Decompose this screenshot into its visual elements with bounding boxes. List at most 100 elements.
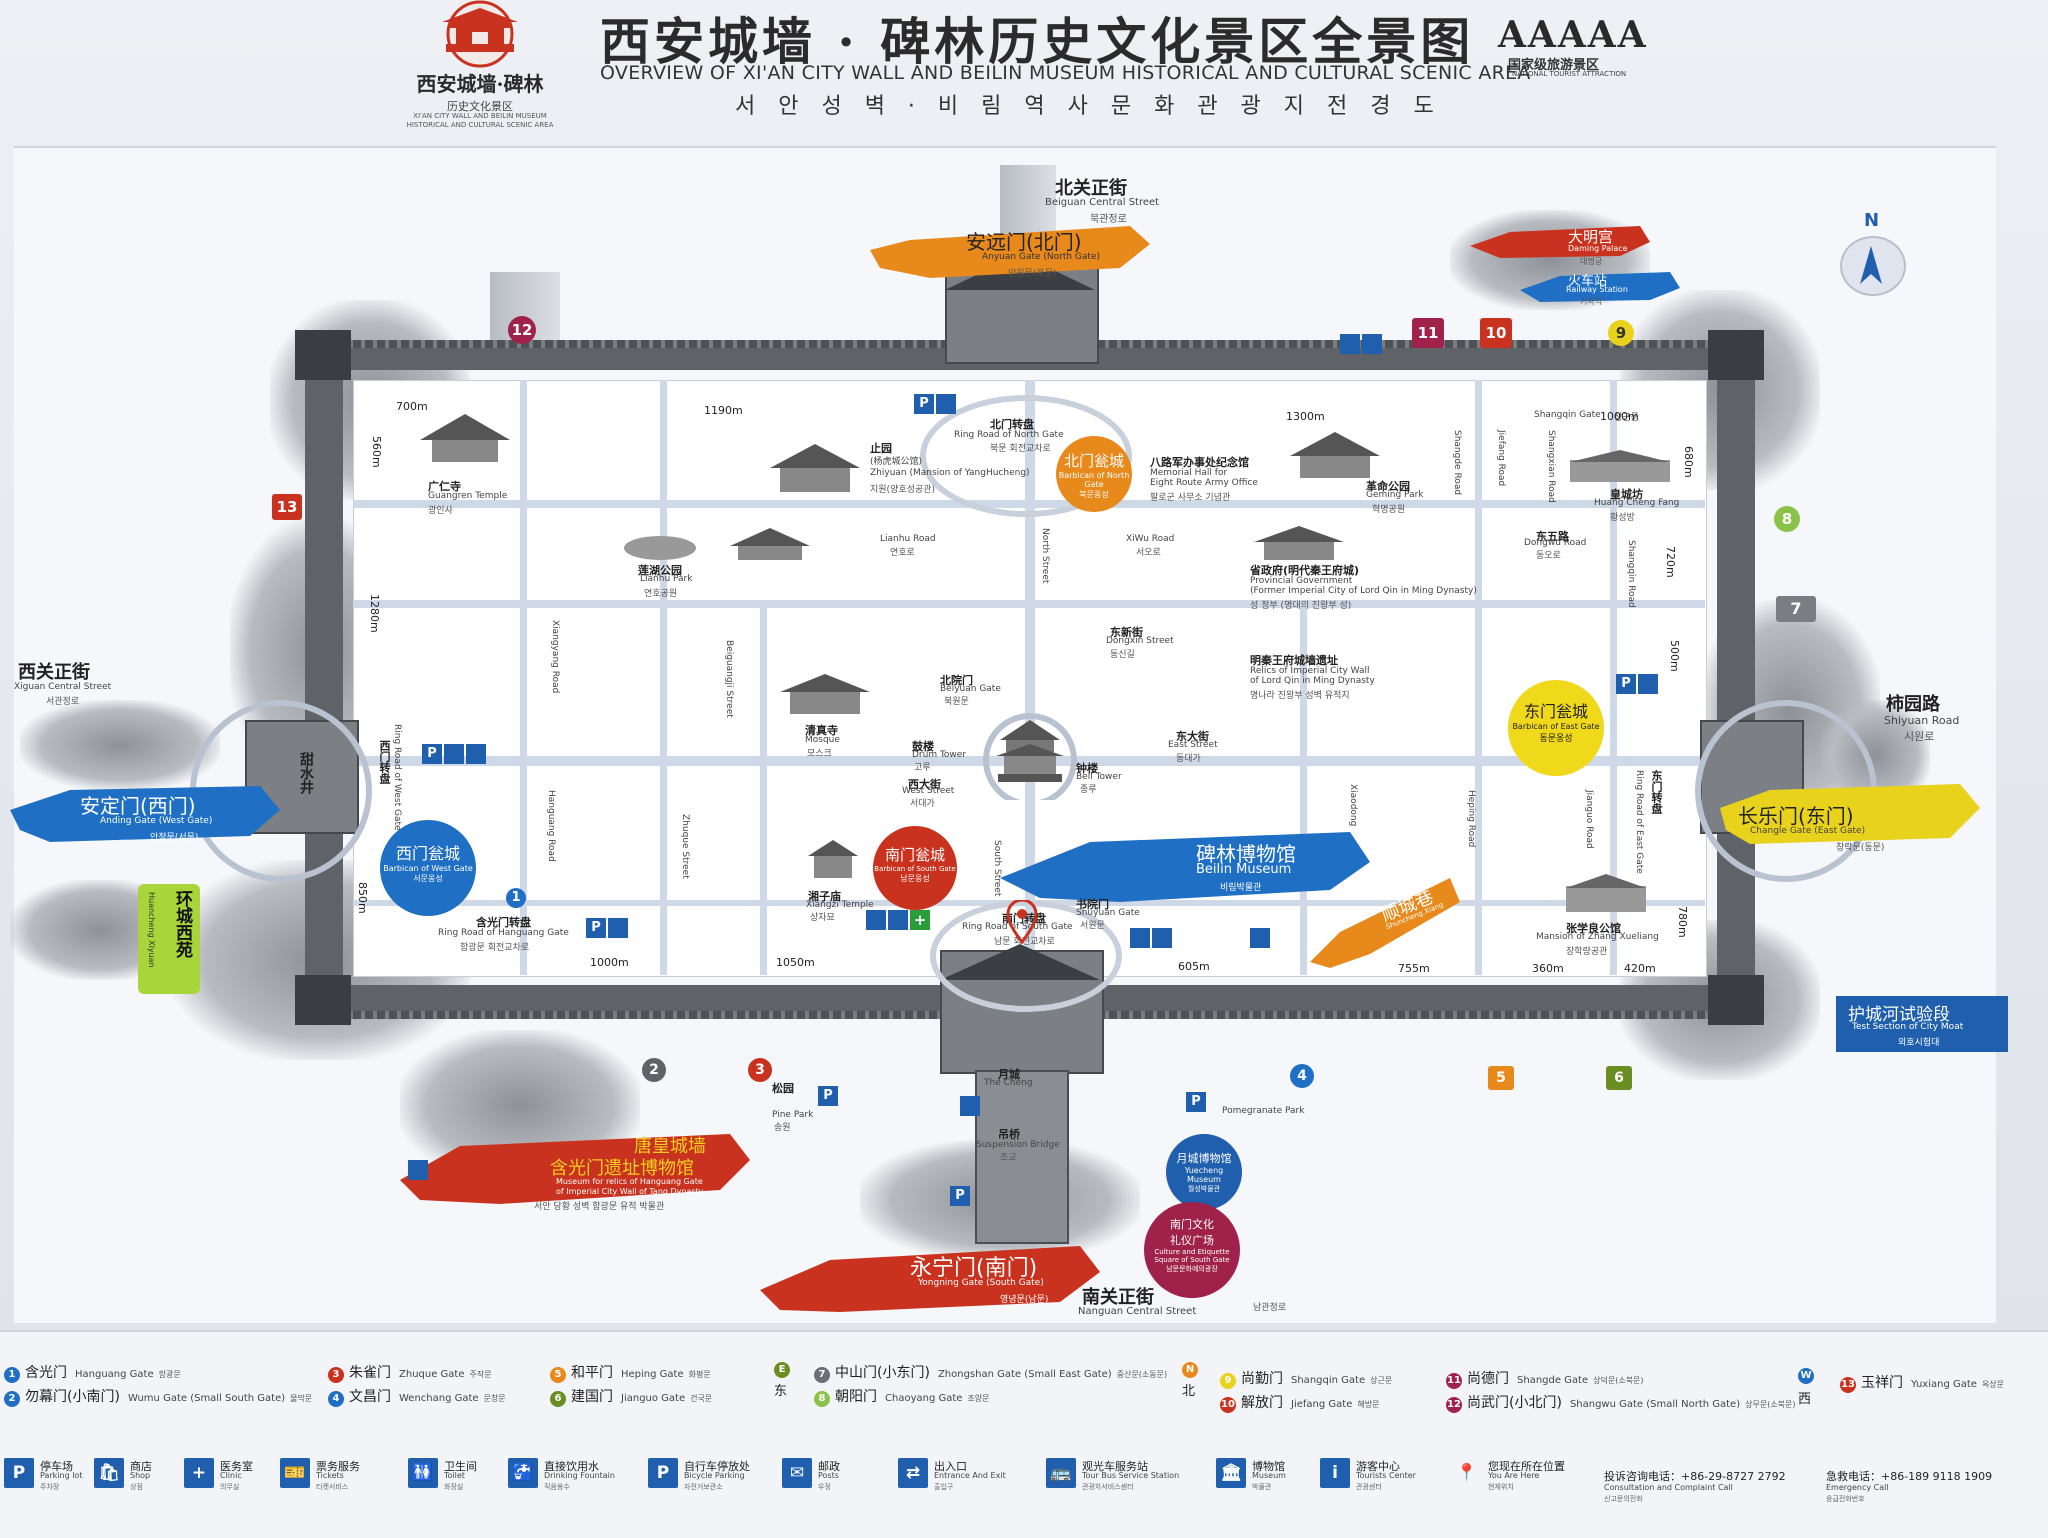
east-barbican-circle[interactable]: 东门瓮城 Barbican of East Gate 동문옹성 bbox=[1508, 680, 1604, 776]
city-moat-box[interactable] bbox=[1836, 996, 2008, 1052]
gate-marker-11[interactable]: 11 bbox=[1412, 318, 1444, 348]
hanguang-museum-label[interactable]: 含光门遗址博物馆 bbox=[550, 1158, 694, 1179]
yuecheng-label[interactable]: 月城 bbox=[998, 1068, 1020, 1081]
complaint-phone[interactable]: 投诉咨询电话：+86-29-8727 2792 bbox=[1604, 1470, 1786, 1483]
tang-wall-museum-banner[interactable] bbox=[400, 1130, 750, 1210]
provincial-government-label[interactable]: 省政府(明代秦王府城) bbox=[1250, 564, 1360, 577]
legend-service-name: 游客中心 bbox=[1356, 1460, 1400, 1473]
mosque-label[interactable]: 清真寺 bbox=[805, 724, 838, 737]
xiangzi-temple-label[interactable]: 湘子庙 bbox=[808, 890, 841, 903]
qin-wall-relics-label[interactable]: 明秦王府城墙遗址 bbox=[1250, 654, 1338, 667]
lianhu-park-label[interactable]: 莲湖公园 bbox=[638, 564, 682, 577]
you-are-here-marker-icon[interactable] bbox=[1006, 900, 1038, 944]
parking-icon[interactable]: P bbox=[950, 1186, 970, 1206]
gate-marker-2[interactable]: 2 bbox=[642, 1058, 666, 1082]
daming-palace-label[interactable]: 大明宫 bbox=[1568, 228, 1614, 246]
pine-park-label[interactable]: 松园 bbox=[772, 1082, 794, 1095]
gate-marker-3[interactable]: 3 bbox=[748, 1058, 772, 1082]
gate-marker-10[interactable]: 10 bbox=[1480, 318, 1512, 348]
south-gate-plaza-circle[interactable]: 南门文化 礼仪广场 Culture and Etiquette Square o… bbox=[1144, 1202, 1240, 1298]
parking-icon[interactable]: P bbox=[1186, 1092, 1206, 1112]
legend-service-icon: ⇄ bbox=[898, 1458, 928, 1488]
beiyuan-gate-label[interactable]: 北院门 bbox=[940, 674, 973, 687]
eighth-route-army-label[interactable]: 八路军办事处纪念馆 bbox=[1150, 456, 1249, 469]
legend-service-icon: P bbox=[4, 1458, 34, 1488]
legend-west-direction-badge: W bbox=[1798, 1368, 1814, 1384]
toilet-icon[interactable] bbox=[1362, 334, 1382, 354]
railway-station-banner[interactable] bbox=[1520, 268, 1680, 304]
guangren-temple-label[interactable]: 广仁寺 bbox=[428, 480, 461, 493]
huancheng-xiyuan-box[interactable] bbox=[138, 884, 200, 994]
ticket-icon[interactable] bbox=[936, 394, 956, 414]
parking-icon[interactable]: P bbox=[818, 1086, 838, 1106]
parking-icon[interactable]: P bbox=[1616, 674, 1636, 694]
east-gate-label[interactable]: 长乐门(东门) bbox=[1738, 804, 1854, 828]
south-barbican-circle[interactable]: 南门瓮城 Barbican of South Gate 남문옹성 bbox=[873, 826, 957, 910]
railway-station-label[interactable]: 火车站 bbox=[1568, 274, 1608, 289]
legend-gate-korean: 상근문 bbox=[1370, 1376, 1393, 1385]
tang-wall-label[interactable]: 唐皇城墙 bbox=[634, 1136, 706, 1157]
beilin-museum-label[interactable]: 碑林博物馆 bbox=[1196, 842, 1296, 866]
shuyuan-gate-label[interactable]: 书院门 bbox=[1076, 898, 1109, 911]
huangcheng-fang-label[interactable]: 皇城坊 bbox=[1610, 488, 1643, 501]
museum-icon[interactable] bbox=[408, 1160, 428, 1180]
south-gate-banner[interactable] bbox=[760, 1240, 1100, 1320]
ticket-icon[interactable] bbox=[1250, 928, 1270, 948]
legend-gate-number-badge: 11 bbox=[1446, 1373, 1462, 1389]
west-street-label: 西关正街 bbox=[18, 662, 90, 683]
geming-park-label[interactable]: 革命公园 bbox=[1366, 480, 1410, 493]
drum-tower-label[interactable]: 鼓楼 bbox=[912, 740, 934, 753]
gate-marker-4[interactable]: 4 bbox=[1290, 1064, 1314, 1088]
toilet-icon[interactable] bbox=[466, 744, 486, 764]
west-barbican-circle[interactable]: 西门瓮城 Barbican of West Gate 서문옹성 bbox=[380, 820, 476, 916]
north-barbican-circle[interactable]: 北门瓮城 Barbican of North Gate 북문옹성 bbox=[1056, 436, 1132, 512]
zhang-xueliang-mansion-label[interactable]: 张学良公馆 bbox=[1566, 922, 1621, 935]
entrance-exit-icon[interactable] bbox=[1340, 334, 1360, 354]
emergency-phone[interactable]: 急救电话：+86-189 9118 1909 bbox=[1826, 1470, 1993, 1483]
south-street-english: Nanguan Central Street bbox=[1078, 1306, 1197, 1317]
parking-icon[interactable]: P bbox=[586, 918, 606, 938]
gate-marker-9[interactable]: 9 bbox=[1608, 320, 1634, 346]
ticket-icon[interactable] bbox=[608, 918, 628, 938]
clinic-icon[interactable]: + bbox=[910, 910, 930, 930]
beilin-museum-banner[interactable] bbox=[1000, 828, 1370, 908]
tianshuijing-label[interactable]: 甜水井 bbox=[298, 752, 314, 794]
ticket-icon[interactable] bbox=[1638, 674, 1658, 694]
gate-marker-6[interactable]: 6 bbox=[1606, 1066, 1632, 1090]
yuecheng-museum-circle[interactable]: 月城博物馆 Yuecheng Museum 월성박물관 bbox=[1166, 1134, 1242, 1210]
ticket-icon[interactable] bbox=[960, 1096, 980, 1116]
west-barbican-korean: 서문옹성 bbox=[413, 874, 443, 883]
legend-service-english: Tickets bbox=[316, 1471, 344, 1480]
gate-marker-8[interactable]: 8 bbox=[1774, 506, 1800, 532]
parking-icon[interactable]: P bbox=[914, 394, 934, 414]
museum-icon[interactable] bbox=[1130, 928, 1150, 948]
gate-marker-12[interactable]: 12 bbox=[508, 316, 536, 344]
compass-north-label: N bbox=[1864, 210, 1880, 231]
zhang-xueliang-mansion-korean: 장학량공관 bbox=[1566, 947, 1608, 957]
ticket-icon[interactable] bbox=[444, 744, 464, 764]
north-gate-label[interactable]: 安远门(北门) bbox=[966, 230, 1082, 254]
gate-marker-7[interactable]: 7 bbox=[1776, 596, 1816, 622]
pomegranate-park-label[interactable]: Pomegranate Park bbox=[1222, 1106, 1305, 1116]
gate-marker-13[interactable]: 13 bbox=[272, 494, 302, 520]
gate-marker-1[interactable]: 1 bbox=[506, 888, 526, 908]
south-gate-label[interactable]: 永宁门(南门) bbox=[910, 1256, 1038, 1281]
suspension-bridge-label[interactable]: 吊桥 bbox=[998, 1128, 1020, 1141]
shuncheng-xiang-banner[interactable] bbox=[1310, 872, 1460, 972]
east-gate-banner[interactable] bbox=[1720, 778, 1980, 858]
ticket-icon[interactable] bbox=[888, 910, 908, 930]
zhiyuan-label[interactable]: 止园 bbox=[870, 442, 892, 455]
toilet-icon[interactable] bbox=[1152, 928, 1172, 948]
gate-marker-5[interactable]: 5 bbox=[1488, 1066, 1514, 1090]
bell-tower-label[interactable]: 钟楼 bbox=[1076, 762, 1098, 775]
legend-gate-korean: 옥상문 bbox=[1981, 1380, 2005, 1389]
parking-icon[interactable]: P bbox=[422, 744, 442, 764]
north-gate-banner[interactable] bbox=[870, 220, 1150, 290]
daming-palace-banner[interactable] bbox=[1470, 222, 1650, 262]
west-gate-banner[interactable] bbox=[10, 780, 280, 850]
shop-icon[interactable] bbox=[866, 910, 886, 930]
city-moat-label[interactable]: 护城河试验段 bbox=[1848, 1005, 1950, 1025]
west-gate-label[interactable]: 安定门(西门) bbox=[80, 794, 196, 818]
huancheng-xiyuan-label[interactable]: 环城西苑 bbox=[172, 890, 192, 958]
